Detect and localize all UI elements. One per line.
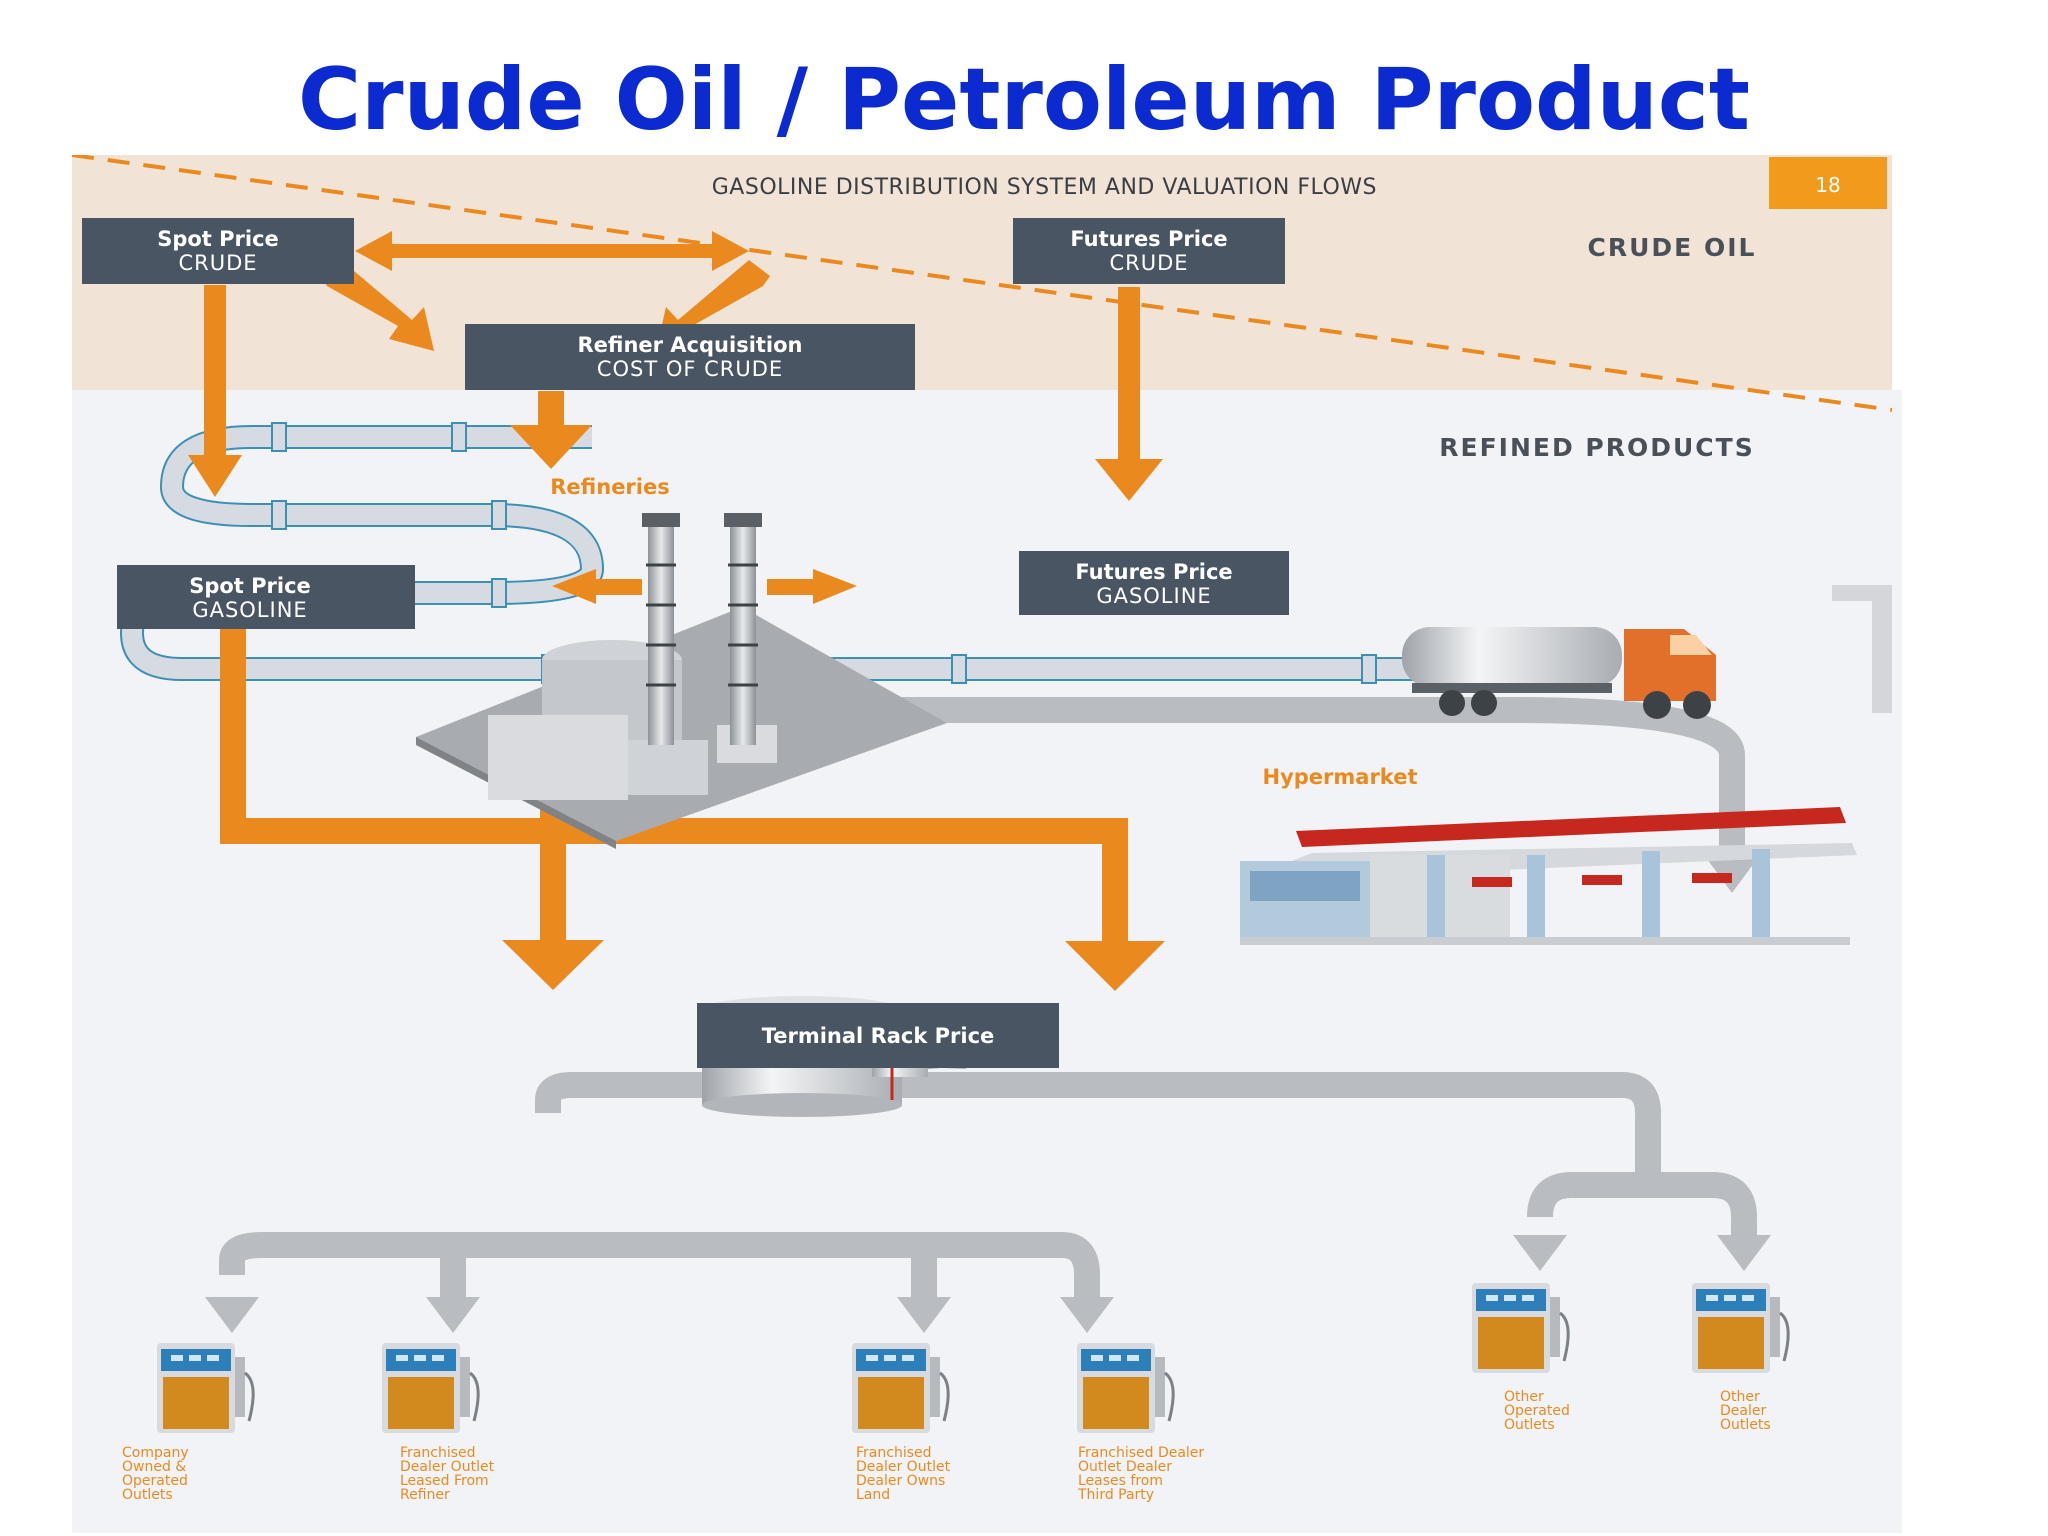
gray-distribution-pipes [219,697,1757,1297]
crude-oil-label: CRUDE OIL [1588,233,1757,262]
outlet-label: Franchised Dealer Outlet Dealer Leases f… [1077,1445,1209,1503]
outlet-label: Franchised Dealer Outlet Leased From Ref… [400,1445,499,1503]
hypermarket-label: Hypermarket [1263,765,1418,789]
svg-text:CRUDE: CRUDE [1109,251,1188,275]
svg-text:Refiner Acquisition: Refiner Acquisition [577,333,802,357]
svg-text:COST OF CRUDE: COST OF CRUDE [597,357,783,381]
refineries-label: Refineries [550,475,669,499]
svg-text:GASOLINE: GASOLINE [192,598,307,622]
tanker-truck [1402,585,1892,719]
svg-text:GASOLINE: GASOLINE [1096,584,1211,608]
diagram-header: GASOLINE DISTRIBUTION SYSTEM AND VALUATI… [712,175,1377,200]
box-spot-price-crude: Spot Price CRUDE [82,218,354,284]
refinery-illustration [416,513,947,849]
pipelines [119,425,1462,681]
box-spot-price-gasoline: Spot Price GASOLINE [117,565,415,629]
outlet-label: Other Dealer Outlets [1720,1389,1771,1433]
gasoline-distribution-diagram: GASOLINE DISTRIBUTION SYSTEM AND VALUATI… [72,155,1902,1533]
refined-products-label: REFINED PRODUCTS [1439,433,1754,462]
box-terminal-rack-price: Terminal Rack Price [697,1003,1059,1068]
outlet-label: Franchised Dealer Outlet Dealer Owns Lan… [856,1445,955,1503]
svg-text:Spot Price: Spot Price [157,227,279,251]
svg-text:Spot Price: Spot Price [189,574,311,598]
svg-text:Terminal Rack Price: Terminal Rack Price [762,1024,995,1048]
page-number-badge [1769,157,1887,209]
crude-oil-band [72,155,1892,390]
refined-products-area [72,390,1902,1533]
hypermarket-station [1240,807,1857,945]
section-divider [72,155,1893,412]
outlet-label: Other Operated Outlets [1504,1389,1574,1433]
box-refiner-acquisition: Refiner Acquisition COST OF CRUDE [465,324,915,390]
outlet-label: Company Owned & Operated Outlets [122,1445,193,1503]
box-futures-price-gasoline: Futures Price GASOLINE [1019,551,1289,615]
svg-text:CRUDE: CRUDE [178,251,257,275]
orange-flow-arrows [188,231,1165,991]
box-futures-price-crude: Futures Price CRUDE [1013,218,1285,284]
svg-text:Futures Price: Futures Price [1070,227,1227,251]
page-number: 18 [1815,173,1840,197]
svg-text:Futures Price: Futures Price [1075,560,1232,584]
